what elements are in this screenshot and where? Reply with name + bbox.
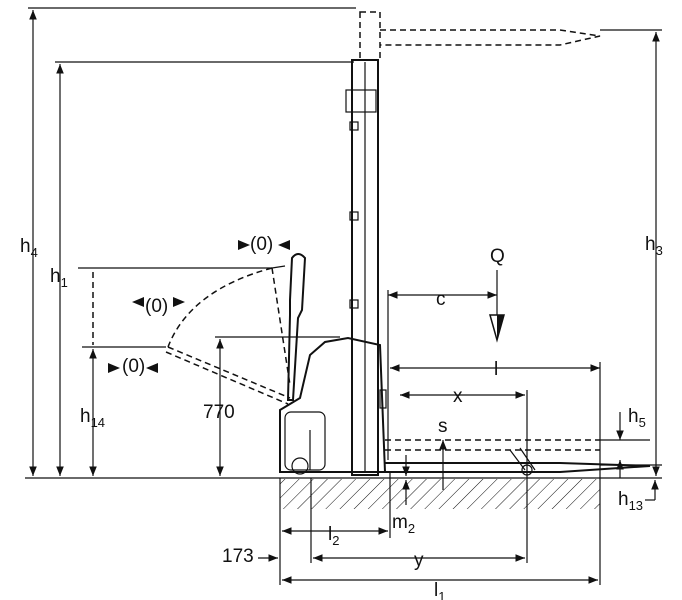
- svg-text:s: s: [438, 416, 448, 437]
- svg-text:h1: h1: [50, 266, 68, 290]
- dimension-m2: m2: [389, 455, 415, 538]
- svg-text:m2: m2: [392, 512, 415, 536]
- forks: [385, 439, 651, 476]
- svg-text:h3: h3: [645, 234, 663, 258]
- dimension-h4: h4: [20, 7, 356, 476]
- neutral-mark-low: (0): [122, 356, 145, 377]
- dimension-s: s: [438, 416, 448, 490]
- truck-body: [279, 336, 387, 475]
- dimension-h5: h5: [600, 406, 650, 478]
- svg-text:y: y: [414, 550, 424, 571]
- dimension-h1: h1: [50, 61, 354, 476]
- dimension-h14: h14: [78, 267, 272, 476]
- neutral-mark-top: (0): [250, 234, 273, 255]
- svg-text:h14: h14: [80, 406, 105, 430]
- svg-text:l: l: [494, 359, 498, 380]
- dimension-h13: h13: [600, 464, 662, 513]
- dimension-l: l: [390, 359, 601, 585]
- ground: [25, 477, 662, 509]
- svg-text:l2: l2: [328, 524, 339, 548]
- neutral-mark-mid: (0): [145, 296, 168, 317]
- raised-forks: [380, 29, 601, 46]
- load-center-q: Q: [489, 246, 505, 343]
- dimension-c: c: [387, 289, 497, 460]
- dimension-l1: l1: [282, 576, 598, 600]
- svg-text:l1: l1: [434, 580, 445, 600]
- dimension-770: 770: [203, 336, 340, 476]
- svg-text:x: x: [453, 386, 463, 407]
- svg-text:770: 770: [203, 402, 235, 423]
- dimension-l2: l2: [279, 478, 388, 585]
- svg-text:h5: h5: [628, 406, 646, 430]
- tiller-handle: [286, 253, 307, 401]
- dimension-x: x: [400, 386, 528, 563]
- dimension-h3: h3: [600, 29, 663, 476]
- svg-text:173: 173: [222, 546, 254, 567]
- svg-text:c: c: [436, 289, 446, 310]
- mast: [345, 11, 381, 476]
- neutral-arrows: [108, 240, 290, 373]
- dimension-y: 173 y: [222, 546, 525, 571]
- svg-text:h4: h4: [20, 236, 38, 260]
- svg-text:h13: h13: [618, 489, 643, 513]
- svg-text:Q: Q: [490, 246, 505, 267]
- tiller-swing: [165, 265, 291, 405]
